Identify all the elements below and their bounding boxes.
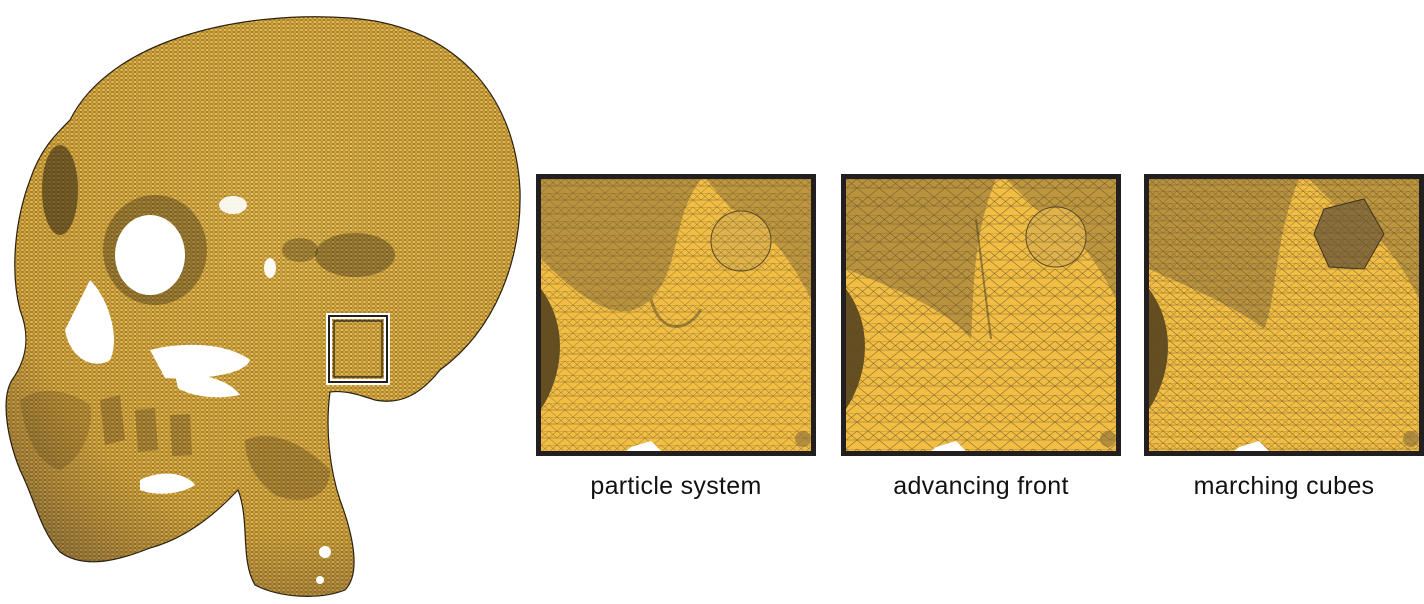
panel-advancing-front	[841, 174, 1121, 456]
mesh-closeup-icon	[541, 179, 811, 451]
skull-mesh-figure	[5, 16, 521, 597]
caption-marching-cubes: marching cubes	[1193, 472, 1375, 500]
mesh-closeup-icon	[1149, 179, 1419, 451]
panel-particle-system	[536, 174, 816, 456]
caption-particle-system: particle system	[590, 472, 762, 500]
mesh-closeup-icon	[846, 179, 1116, 451]
panel-marching-cubes	[1144, 174, 1424, 456]
caption-advancing-front: advancing front	[893, 472, 1069, 500]
